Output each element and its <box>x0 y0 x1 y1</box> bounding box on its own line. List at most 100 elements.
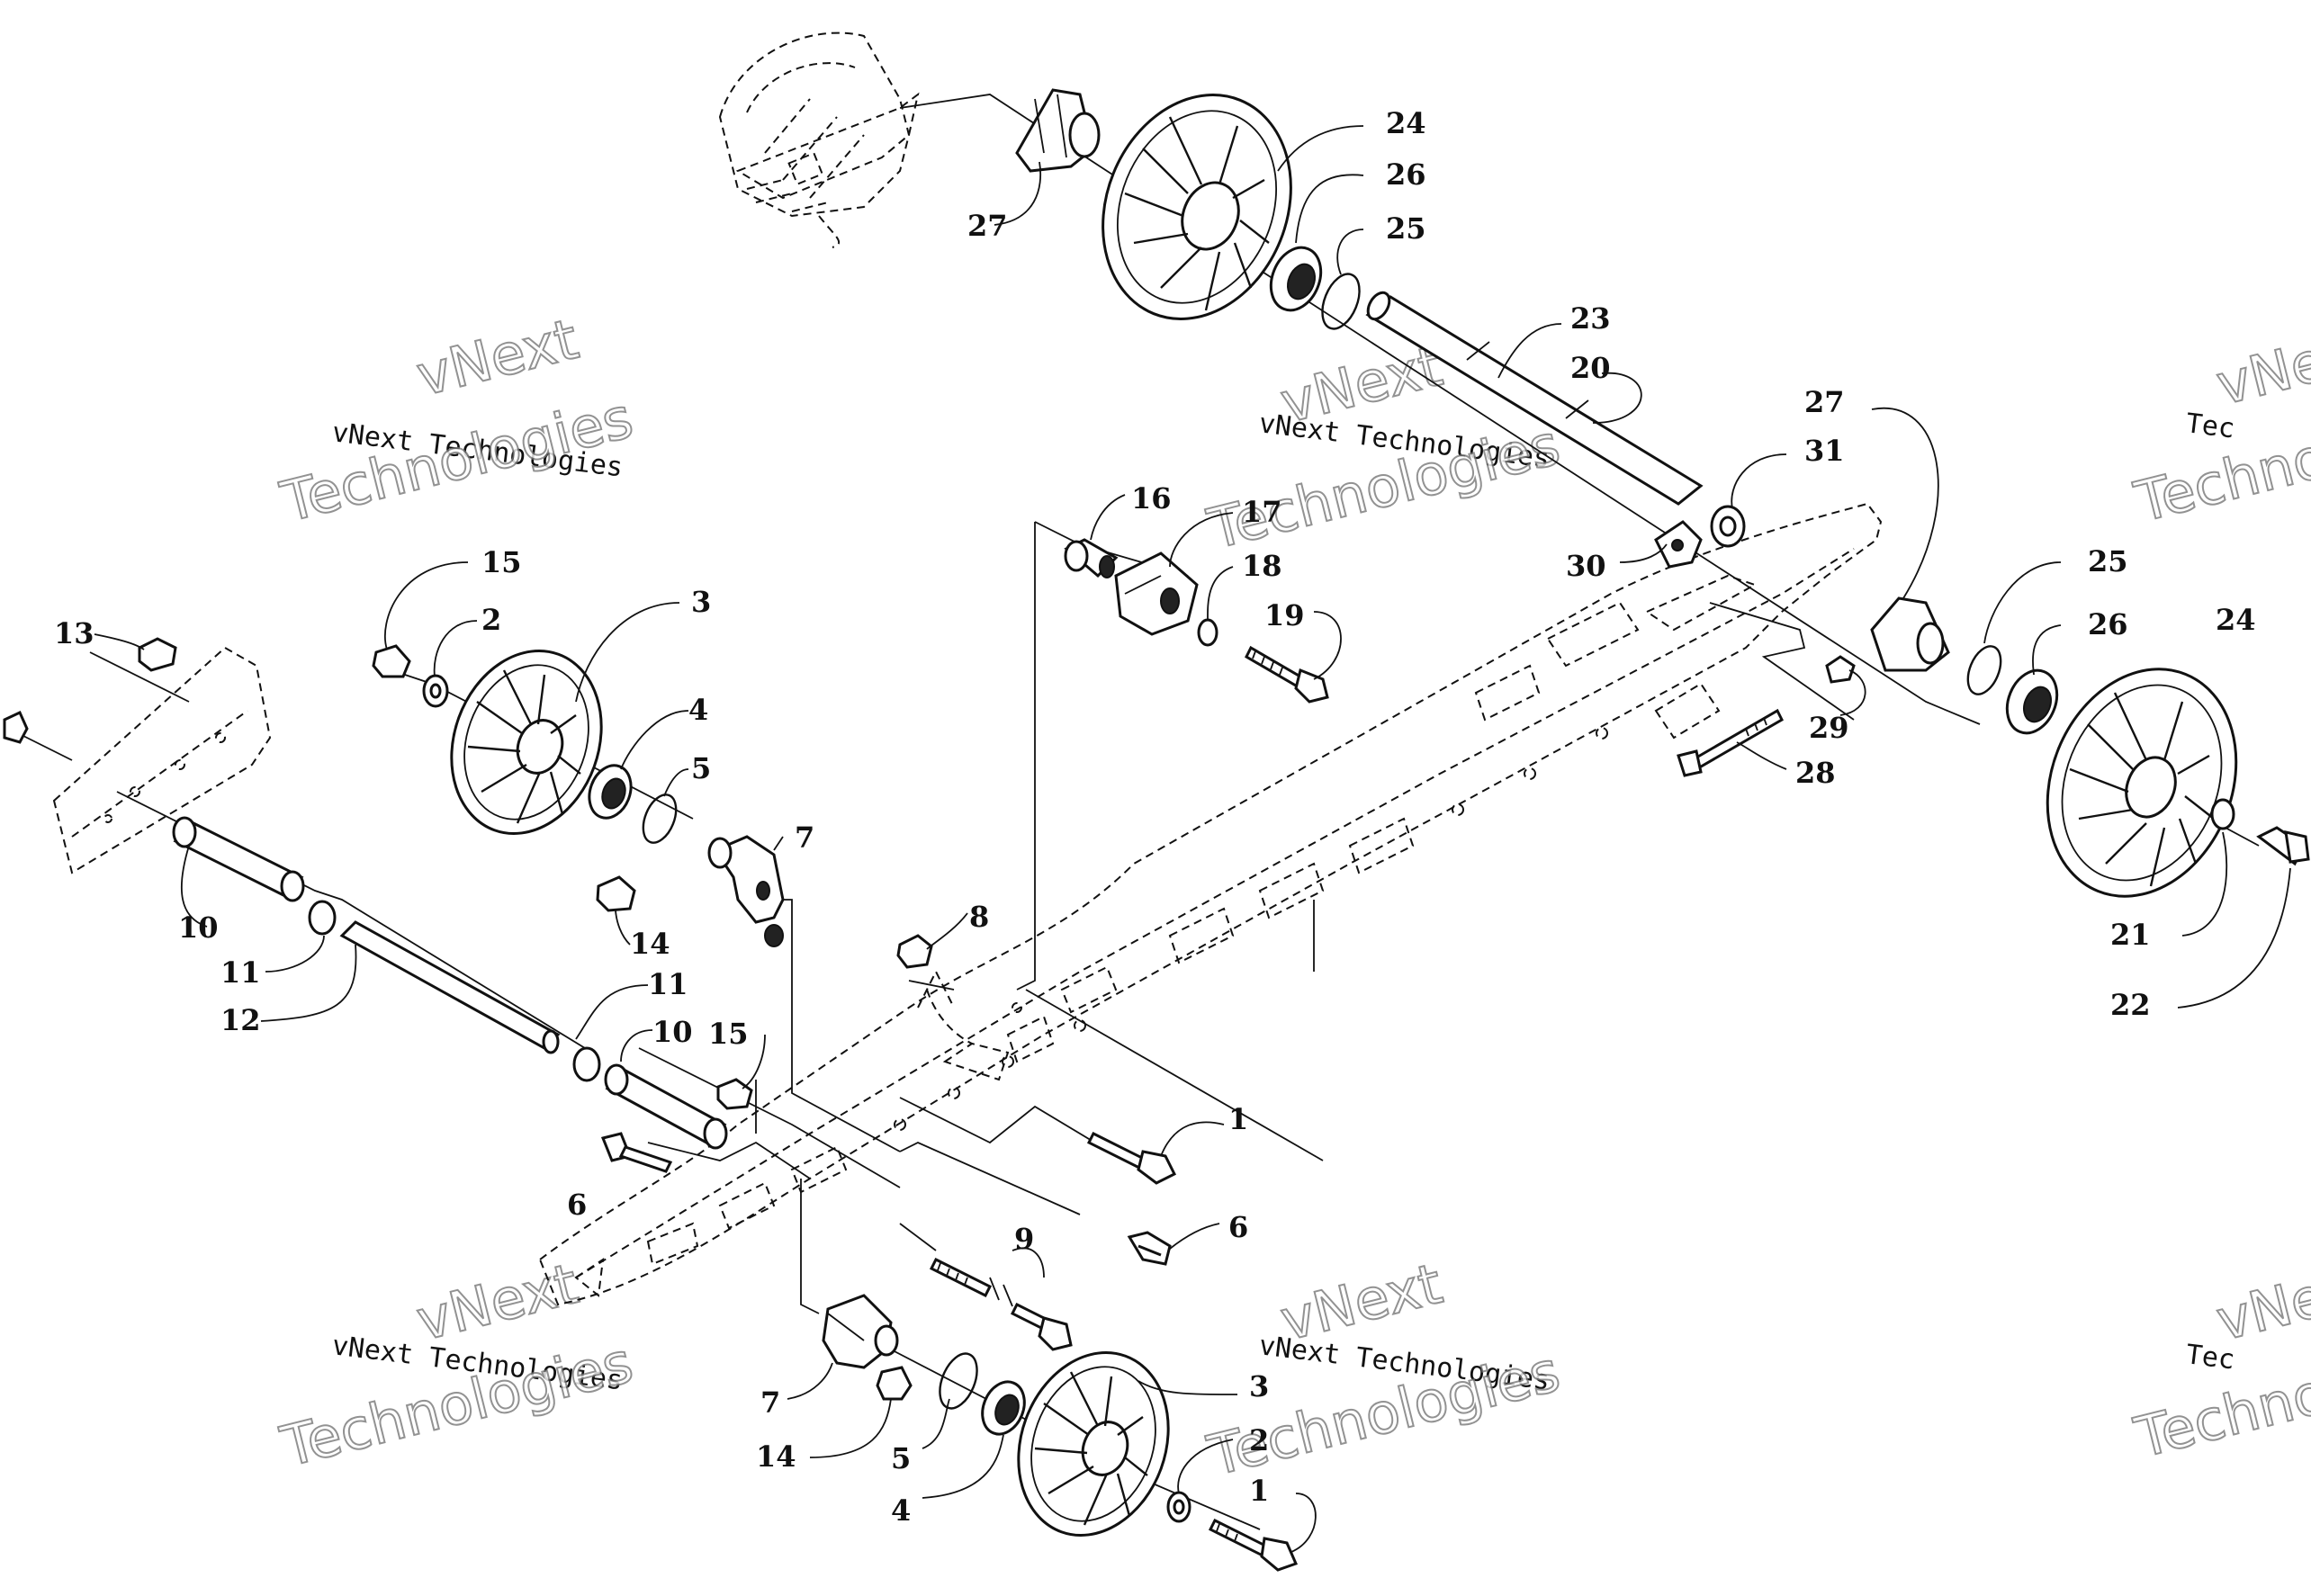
bearing-4-top <box>588 764 633 820</box>
leader-lines <box>94 125 2291 1553</box>
washer-11-top <box>308 900 337 936</box>
centerlines <box>17 94 2260 1530</box>
nut-8 <box>896 934 933 969</box>
mount-block-17 <box>1114 551 1199 636</box>
bracket-7-top <box>707 835 785 947</box>
snap-ring-5-bottom <box>939 1352 978 1410</box>
nut-15-top <box>372 644 411 678</box>
callout-1-center: 1 <box>1228 1102 1248 1136</box>
callout-12: 12 <box>220 1003 261 1037</box>
callout-13: 13 <box>54 616 94 650</box>
nut-29 <box>1825 655 1856 684</box>
watermark-word-cut: Techno <box>2128 1359 2311 1470</box>
callout-31: 31 <box>1804 434 1845 468</box>
nut-14-bottom <box>876 1366 913 1401</box>
callout-7-top: 7 <box>795 820 814 855</box>
idler-axle <box>1365 291 1704 506</box>
nut-plate-30 <box>1654 520 1703 569</box>
callout-23: 23 <box>1570 301 1611 336</box>
snap-ring-top <box>1321 273 1361 330</box>
callout-10-bottom: 10 <box>652 1015 693 1049</box>
callout-28: 28 <box>1795 756 1836 790</box>
washer-21 <box>2210 798 2235 830</box>
callout-8: 8 <box>969 900 989 934</box>
callout-9: 9 <box>1014 1222 1034 1256</box>
axle-12 <box>339 920 561 1054</box>
callout-24-top: 24 <box>1386 106 1426 140</box>
bogie-wheel-top <box>450 650 603 835</box>
callout-1-bottom: 1 <box>1249 1474 1269 1508</box>
watermark-top-right: vNext Tec Techno <box>2127 314 2311 536</box>
callout-3-bottom: 3 <box>1249 1369 1269 1403</box>
bolt-6-left <box>600 1132 673 1173</box>
callout-5-bottom: 5 <box>891 1441 911 1475</box>
idler-wheel-top <box>1102 94 1292 320</box>
callout-18: 18 <box>1242 549 1282 583</box>
washer-11-bottom <box>572 1046 601 1082</box>
callout-20: 20 <box>1570 351 1611 385</box>
callout-5-top: 5 <box>691 751 711 785</box>
phantom-main-rail <box>538 502 1883 1306</box>
idler-hub-top <box>1015 88 1101 173</box>
callout-25-top: 25 <box>1386 211 1426 246</box>
nut-14-top <box>596 875 636 912</box>
bogie-wheel-bottom <box>1017 1351 1170 1537</box>
bolt-1-center <box>1086 1131 1177 1185</box>
nut-15-bottom <box>716 1078 753 1110</box>
washer-31 <box>1710 505 1746 548</box>
callout-4-top: 4 <box>688 693 708 727</box>
callout-2-bottom: 2 <box>1249 1423 1269 1457</box>
nut-13-left <box>3 710 29 744</box>
spacer-16 <box>1064 538 1119 578</box>
callout-17: 17 <box>1242 495 1282 529</box>
callout-10-top: 10 <box>178 910 219 945</box>
bracket-7-bottom <box>822 1294 899 1369</box>
washer-2-bottom <box>1166 1491 1191 1523</box>
callout-22: 22 <box>2110 988 2151 1022</box>
bolt-19 <box>1245 645 1329 704</box>
watermark-word-vnext: vNext <box>410 306 584 409</box>
bearing-right <box>2005 668 2059 735</box>
phantom-left-rail <box>52 646 272 874</box>
phantom-top-wheel-and-rail <box>718 31 920 248</box>
callout-26-top: 26 <box>1386 157 1426 192</box>
callout-16: 16 <box>1131 481 1172 516</box>
callout-7-bottom: 7 <box>760 1385 780 1420</box>
callout-6-right: 6 <box>1228 1210 1248 1244</box>
callout-19: 19 <box>1264 598 1305 632</box>
bolt-1-bottom <box>1208 1518 1299 1572</box>
washer-2-top <box>422 674 449 708</box>
callout-26-right: 26 <box>2088 607 2128 641</box>
callout-2-top: 2 <box>481 603 501 637</box>
callout-3-top: 3 <box>691 585 711 619</box>
callout-29: 29 <box>1809 711 1849 745</box>
callout-6-left: 6 <box>567 1188 587 1222</box>
callout-14-bottom: 14 <box>756 1439 796 1474</box>
bolt-6-right <box>1127 1231 1172 1266</box>
idler-wheel-right <box>2046 668 2238 898</box>
callout-4-bottom: 4 <box>891 1493 911 1528</box>
washer-18 <box>1197 618 1218 647</box>
bearing-4-bottom <box>981 1380 1026 1436</box>
bolt-22 <box>2256 826 2310 866</box>
snap-ring-right <box>1966 645 2002 695</box>
watermark-top-left: vNext vNext Technologies Technologies <box>274 305 640 536</box>
watermark-line-cut: Tec <box>2184 1339 2236 1376</box>
callout-11-top: 11 <box>220 955 261 990</box>
bearing-top <box>1269 246 1323 312</box>
callout-27-right: 27 <box>1804 385 1845 419</box>
callout-25-right: 25 <box>2088 544 2128 578</box>
spacer-tube-10-top <box>172 816 305 902</box>
callout-15-top: 15 <box>481 545 522 579</box>
nut-13-top <box>138 637 177 672</box>
spacer-tube-10-bottom <box>604 1063 728 1150</box>
callout-24-right: 24 <box>2216 603 2256 637</box>
callout-15-bottom: 15 <box>708 1017 749 1051</box>
watermark-word-vnext: vNext <box>2210 1251 2311 1354</box>
callout-27-top: 27 <box>967 209 1008 243</box>
bolt-9 <box>929 1257 1073 1351</box>
snap-ring-5-top <box>642 794 678 844</box>
bolt-28 <box>1677 708 1784 777</box>
callouts: 27 24 26 25 23 20 31 30 27 25 26 24 29 2… <box>54 106 2256 1528</box>
